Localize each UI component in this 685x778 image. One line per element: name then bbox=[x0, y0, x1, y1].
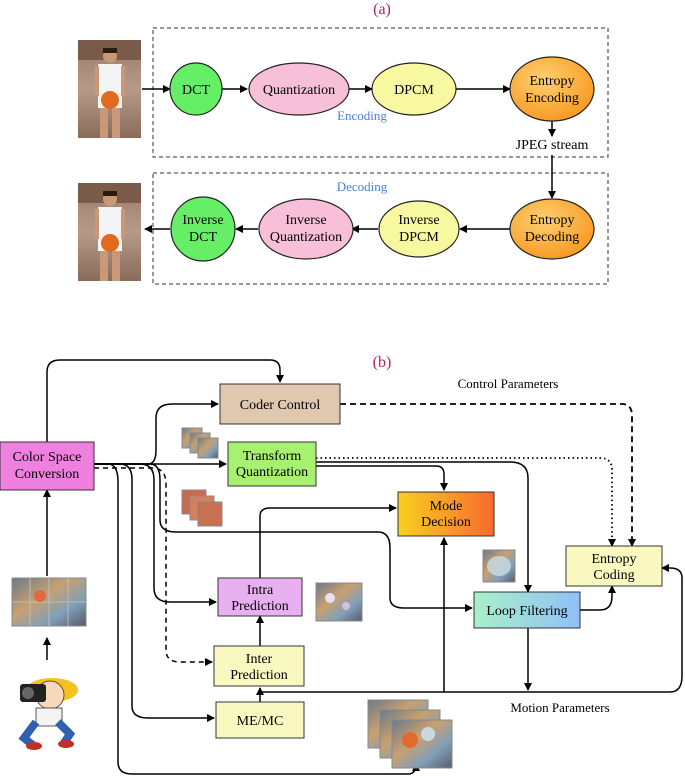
coder-control-box: Coder Control bbox=[219, 383, 341, 425]
marble-thumbnail-small bbox=[482, 549, 516, 583]
transform-thumbnail-stack bbox=[181, 427, 219, 459]
color-space-conversion-box: Color Space Conversion bbox=[0, 441, 95, 491]
panel-a-label: (a) bbox=[373, 1, 391, 18]
arrow-color-to-coder-top bbox=[46, 359, 284, 442]
output-person-photo bbox=[78, 183, 141, 281]
dpcm-label: DPCM bbox=[394, 83, 434, 98]
inverse-dpcm-label-2: DPCM bbox=[399, 230, 439, 245]
photographer-icon bbox=[18, 678, 78, 750]
entropy-encoding-label-1: Entropy bbox=[529, 74, 574, 89]
arrow-motion-to-entropy bbox=[260, 564, 683, 693]
mode-decision-label-1: Mode bbox=[430, 499, 463, 514]
loop-filtering-box: Loop Filtering bbox=[473, 591, 581, 629]
inverse-dpcm-node: Inverse DPCM bbox=[378, 200, 460, 258]
inverse-dct-label-2: DCT bbox=[189, 230, 217, 245]
entropy-coding-box: Entropy Coding bbox=[565, 545, 663, 587]
coder-control-label: Coder Control bbox=[240, 398, 321, 413]
control-parameters-label: Control Parameters bbox=[458, 376, 559, 391]
entropy-encoding-node: Entropy Encoding bbox=[509, 56, 595, 122]
transform-quantization-box: Transform Quantization bbox=[227, 441, 317, 487]
entropy-coding-label-2: Coding bbox=[593, 568, 634, 583]
decoding-box bbox=[152, 172, 609, 285]
arrow-transform-to-entropy-dotted bbox=[316, 457, 616, 547]
me-mc-box: ME/MC bbox=[215, 701, 305, 739]
decoding-label: Decoding bbox=[337, 179, 388, 194]
entropy-decoding-label-1: Entropy bbox=[529, 213, 574, 228]
arrow-coder-to-entropy-dashed bbox=[340, 403, 636, 547]
transform-label-1: Transform bbox=[243, 449, 302, 464]
arrow-color-to-loop bbox=[94, 463, 473, 612]
intra-prediction-box: Intra Prediction bbox=[217, 577, 303, 617]
inter-prediction-label-2: Prediction bbox=[230, 668, 288, 683]
inverse-quantization-label-1: Inverse bbox=[285, 213, 326, 228]
intra-prediction-label-2: Prediction bbox=[231, 599, 289, 614]
mode-decision-label-2: Decision bbox=[421, 515, 471, 530]
color-space-label-2: Conversion bbox=[15, 467, 80, 482]
arrow-transform-to-mode bbox=[316, 465, 448, 491]
mode-decision-box: Mode Decision bbox=[397, 491, 495, 537]
input-person-photo bbox=[78, 40, 141, 138]
dct-node: DCT bbox=[169, 62, 223, 116]
jpeg-stream-label: JPEG stream bbox=[516, 138, 589, 153]
inverse-dpcm-label-1: Inverse bbox=[398, 213, 439, 228]
color-space-label-1: Color Space bbox=[13, 450, 82, 465]
frames-thumbnail bbox=[11, 577, 87, 627]
quantization-label: Quantization bbox=[263, 83, 335, 98]
reference-frames-stack bbox=[367, 699, 453, 769]
panel-b-label: (b) bbox=[373, 354, 392, 371]
transform-label-2: Quantization bbox=[236, 465, 308, 480]
encoding-box bbox=[152, 27, 609, 158]
arrow-color-to-inter-dashed bbox=[94, 467, 213, 666]
prediction-thumbnail bbox=[315, 582, 363, 622]
motion-parameters-label: Motion Parameters bbox=[510, 700, 609, 715]
intra-thumbnail-stack bbox=[181, 489, 223, 527]
dct-label: DCT bbox=[182, 83, 210, 98]
quantization-node: Quantization bbox=[248, 62, 350, 116]
entropy-decoding-label-2: Decoding bbox=[525, 230, 579, 245]
intra-prediction-label-1: Intra bbox=[247, 583, 274, 598]
inter-prediction-label-1: Inter bbox=[246, 652, 273, 667]
loop-filtering-label: Loop Filtering bbox=[486, 604, 567, 619]
inter-prediction-box: Inter Prediction bbox=[213, 645, 305, 687]
inverse-quantization-label-2: Quantization bbox=[270, 230, 342, 245]
encoding-label: Encoding bbox=[337, 108, 387, 123]
inverse-quantization-node: Inverse Quantization bbox=[258, 198, 354, 260]
arrow-color-to-coder-control bbox=[94, 400, 219, 465]
dpcm-node: DPCM bbox=[371, 62, 457, 116]
arrow-intra-to-mode bbox=[259, 504, 397, 578]
inverse-dct-label-1: Inverse bbox=[182, 213, 223, 228]
me-mc-label: ME/MC bbox=[237, 714, 284, 729]
entropy-encoding-label-2: Encoding bbox=[525, 91, 579, 106]
arrow-loop-to-entropy bbox=[580, 585, 616, 611]
arrow-color-to-intra bbox=[94, 463, 217, 606]
inverse-dct-node: Inverse DCT bbox=[170, 196, 236, 262]
entropy-coding-label-1: Entropy bbox=[591, 552, 636, 567]
arrow-transform-to-loop bbox=[316, 461, 532, 593]
entropy-decoding-node: Entropy Decoding bbox=[509, 198, 595, 260]
arrow-color-to-memc bbox=[94, 463, 215, 722]
